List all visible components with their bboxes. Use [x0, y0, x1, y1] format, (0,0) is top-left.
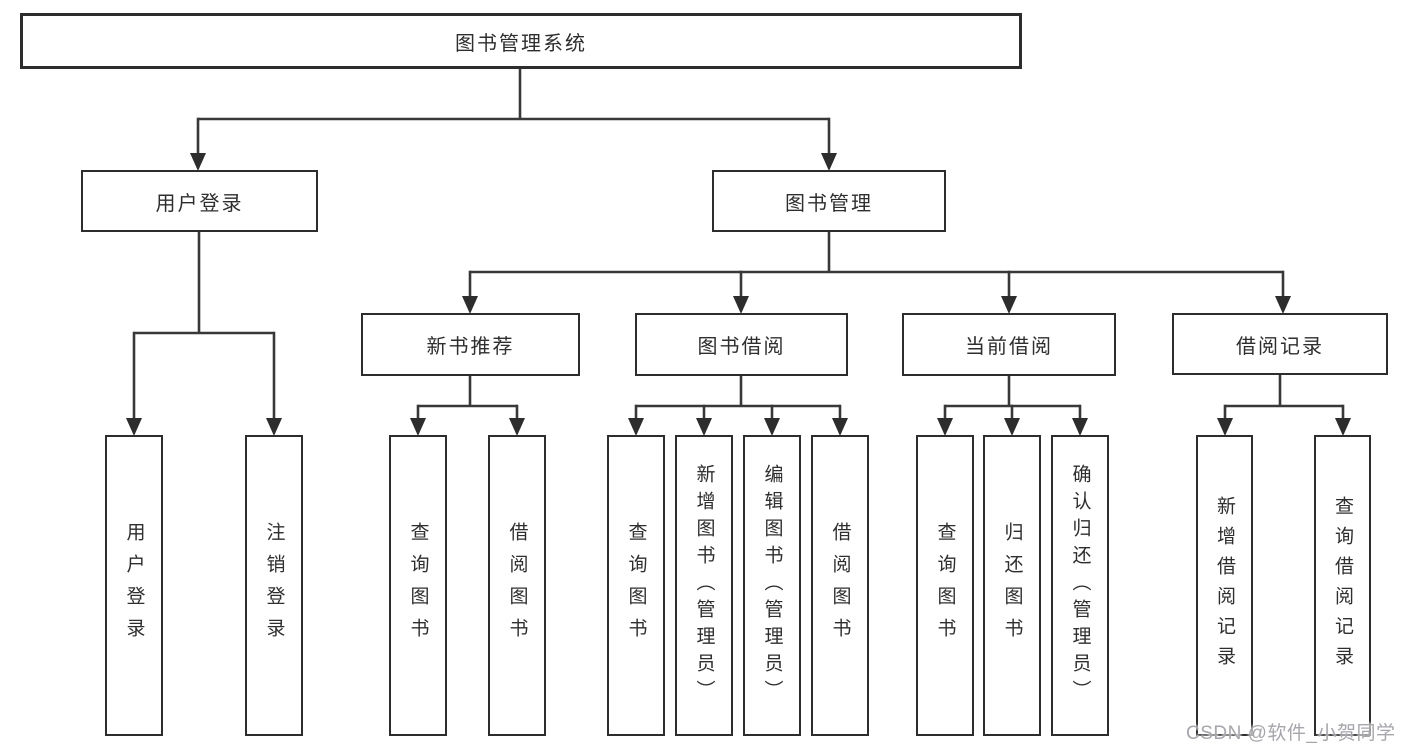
- leaf-edit-books-admin: 编辑图书（管理员）: [743, 435, 801, 736]
- leaf-query-borrow-record: 查询借阅记录: [1314, 435, 1371, 736]
- leaf-borrow-books-recommend: 借阅图书: [488, 435, 546, 736]
- node-book-management-system: 图书管理系统: [20, 13, 1022, 69]
- node-new-book-recommend: 新书推荐: [361, 313, 580, 376]
- leaf-query-books-current: 查询图书: [916, 435, 974, 736]
- node-book-management: 图书管理: [712, 170, 946, 232]
- leaf-add-borrow-record: 新增借阅记录: [1196, 435, 1253, 736]
- leaf-query-books-borrow: 查询图书: [607, 435, 665, 736]
- leaf-logout: 注销登录: [245, 435, 303, 736]
- leaf-confirm-return-admin: 确认归还（管理员）: [1051, 435, 1109, 736]
- leaf-query-books-recommend: 查询图书: [389, 435, 447, 736]
- node-user-login: 用户登录: [81, 170, 318, 232]
- leaf-user-login: 用户登录: [105, 435, 163, 736]
- node-borrow-record: 借阅记录: [1172, 313, 1388, 375]
- node-book-borrow: 图书借阅: [635, 313, 848, 376]
- watermark: CSDN @软件_小贺同学: [1186, 723, 1396, 744]
- node-current-borrow: 当前借阅: [902, 313, 1116, 376]
- leaf-borrow-books: 借阅图书: [811, 435, 869, 736]
- leaf-add-books-admin: 新增图书（管理员）: [675, 435, 733, 736]
- leaf-return-books: 归还图书: [983, 435, 1041, 736]
